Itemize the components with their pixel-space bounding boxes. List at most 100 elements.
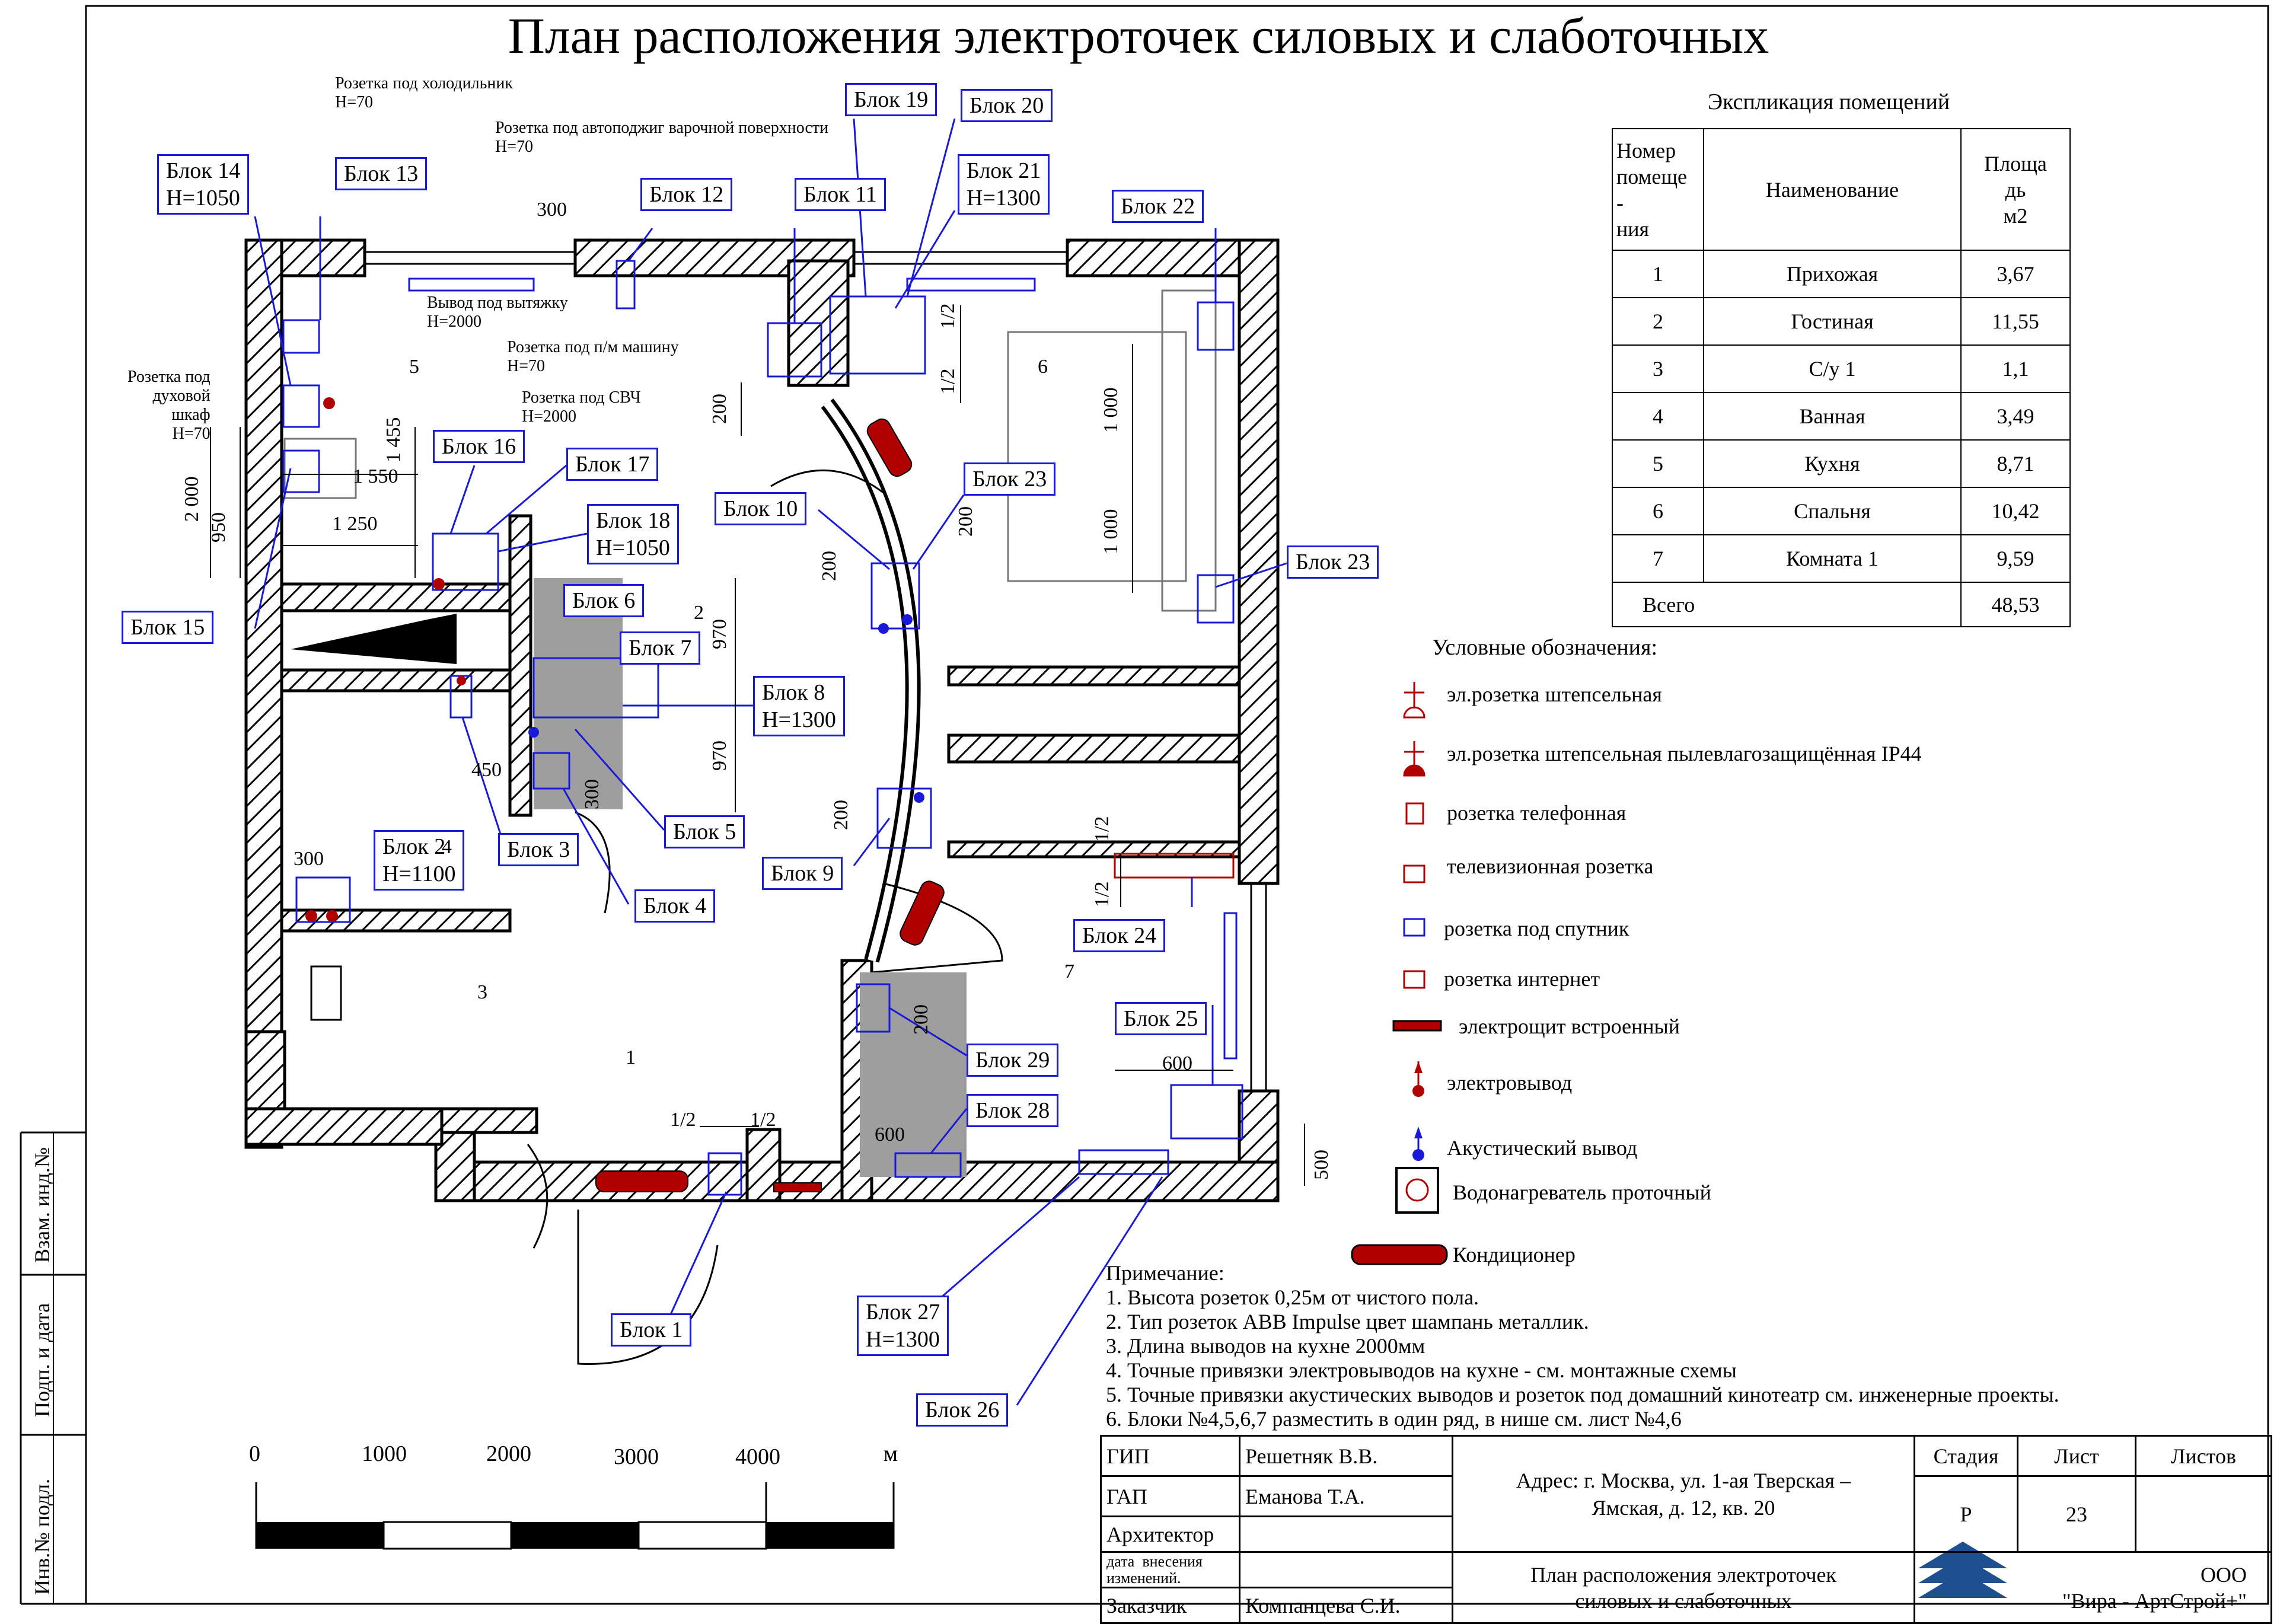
- scale-tick: 2000: [486, 1441, 531, 1466]
- satellite-socket-icon: [1403, 918, 1425, 937]
- scale-unit: м: [884, 1441, 898, 1466]
- block-label: Блок 23: [1287, 545, 1379, 579]
- block-label: Блок 10: [715, 492, 807, 525]
- note-item: 1. Высота розеток 0,25м от чистого пола.: [1106, 1285, 1479, 1309]
- scale-tick: 3000: [614, 1444, 659, 1469]
- scale-bar: [255, 1482, 895, 1550]
- water-heater-icon: [1395, 1167, 1439, 1214]
- explication-table: Номер помеще - ния Наименование Площа дь…: [1612, 128, 2071, 627]
- air-conditioner-icon: [595, 418, 945, 1192]
- air-conditioner-icon: [1351, 1244, 1448, 1265]
- legend-item: телевизионная розетка: [1447, 854, 1654, 878]
- dimension-label: 1 000: [1100, 387, 1122, 433]
- note-item: 4. Точные привязки электровыводов на кух…: [1106, 1358, 1737, 1382]
- room-number: 4: [442, 836, 452, 858]
- panel-icon: [773, 1182, 822, 1192]
- annotation-autoignition: Розетка под автоподжиг варочной поверхно…: [495, 119, 829, 156]
- block-label: Блок 5: [664, 815, 745, 848]
- block-label: Блок 15: [122, 611, 214, 644]
- dimension-label: 970: [709, 741, 731, 771]
- annotation-oven: Розетка под духовой шкаф Н=70: [127, 368, 211, 443]
- table-header: Номер помеще - ния: [1612, 128, 1704, 251]
- legend-item: розетка под спутник: [1444, 917, 1629, 940]
- acoustic-outlet-icon: [1412, 1127, 1424, 1161]
- sofa: [860, 972, 967, 1177]
- block-label: Блок 28: [967, 1094, 1059, 1127]
- address: Адрес: г. Москва, ул. 1-ая Тверская – Ям…: [1452, 1435, 1915, 1553]
- legend-title: Условные обозначения:: [1432, 635, 1658, 660]
- block-label: Блок 8 Н=1300: [753, 676, 845, 736]
- dimension-label: 1 250: [332, 513, 378, 535]
- scale-tick: 0: [249, 1441, 260, 1466]
- title-block: ГИП Решетняк В.В. Адрес: г. Москва, ул. …: [1100, 1435, 2272, 1624]
- block-label: Блок 7: [620, 631, 701, 665]
- room-number: 6: [1038, 356, 1048, 378]
- dimension-label: 450: [471, 759, 502, 781]
- explication-title: Экспликация помещений: [1708, 90, 1950, 114]
- block-label: Блок 26: [916, 1393, 1009, 1427]
- scale-tick: 4000: [735, 1444, 780, 1469]
- dimension-label: 1/2: [670, 1109, 696, 1131]
- block-label: Блок 21 Н=1300: [958, 154, 1050, 215]
- socket-icon: [1403, 682, 1425, 719]
- side-label: Взам. инд.№: [30, 1147, 54, 1263]
- leader-lines: [254, 118, 1287, 1406]
- walls: [244, 238, 1280, 1202]
- block-label: Блок 17: [566, 448, 659, 481]
- phone-socket-icon: [1405, 802, 1424, 825]
- block-label: Блок 1: [611, 1313, 692, 1347]
- room-number: 2: [694, 602, 704, 624]
- dimension-label: 2 000: [181, 476, 203, 522]
- scale-tick: 1000: [362, 1441, 407, 1466]
- block-label: Блок 11: [795, 178, 886, 211]
- block-label: Блок 9: [762, 857, 843, 890]
- dimension-label: 1/2: [937, 303, 959, 329]
- dimension-label: 1/2: [750, 1109, 776, 1131]
- legend-item: Водонагреватель проточный: [1453, 1180, 1711, 1204]
- block-label: Блок 24: [1073, 919, 1166, 952]
- legend-item: розетка интернет: [1444, 967, 1600, 991]
- dimension-label: 1 000: [1100, 509, 1122, 555]
- dimension-label: 300: [537, 199, 567, 221]
- block-label: Блок 6: [563, 584, 645, 617]
- dimension-label: 950: [208, 512, 229, 543]
- drawing-title: План расположения электроточек силовых и…: [1452, 1551, 1915, 1624]
- block-label: Блок 12: [640, 178, 733, 211]
- note-item: 3. Длина выводов на кухне 2000мм: [1106, 1334, 1425, 1358]
- dimension-label: 200: [709, 394, 731, 424]
- side-label: Подп. и дата: [30, 1303, 54, 1417]
- block-label: Блок 3: [498, 833, 579, 866]
- annotation-hood: Вывод под вытяжку Н=2000: [427, 293, 568, 331]
- dimension-label: 1 550: [353, 465, 398, 487]
- water-heater-icon: [310, 965, 342, 1021]
- dimension-label: 600: [875, 1124, 905, 1146]
- legend-icons: [1351, 682, 1448, 1265]
- table-header: Наименование: [1703, 128, 1962, 251]
- block-label: Блок 25: [1115, 1002, 1207, 1035]
- block-label: Блок 2 Н=1100: [374, 830, 465, 891]
- block-label: Блок 13: [335, 157, 428, 190]
- dimension-label: 200: [830, 800, 852, 830]
- block-label: Блок 27 Н=1300: [857, 1296, 949, 1356]
- legend-item: розетка телефонная: [1447, 801, 1627, 825]
- power-outlet-icon: [1412, 1061, 1424, 1097]
- block-label: Блок 16: [433, 430, 525, 463]
- dimension-label: 1/2: [1091, 816, 1113, 842]
- note-item: 5. Точные привязки акустических выводов …: [1106, 1383, 2059, 1406]
- note-item: 2. Тип розеток ABB Impulse цвет шампань …: [1106, 1310, 1589, 1333]
- room-number: 3: [477, 981, 487, 1003]
- panel-icon: [1392, 1020, 1442, 1032]
- notes: Примечание: 1. Высота розеток 0,25м от ч…: [1106, 1261, 2059, 1431]
- dimension-label: 1/2: [1091, 881, 1113, 907]
- block-label: Блок 4: [634, 889, 716, 923]
- legend-item: эл.розетка штепсельная пылевлагозащищённ…: [1447, 742, 1922, 765]
- block-label: Блок 29: [967, 1044, 1059, 1077]
- annotation-fridge: Розетка под холодильник Н=70: [335, 74, 513, 111]
- dimension-label: 600: [1162, 1052, 1192, 1074]
